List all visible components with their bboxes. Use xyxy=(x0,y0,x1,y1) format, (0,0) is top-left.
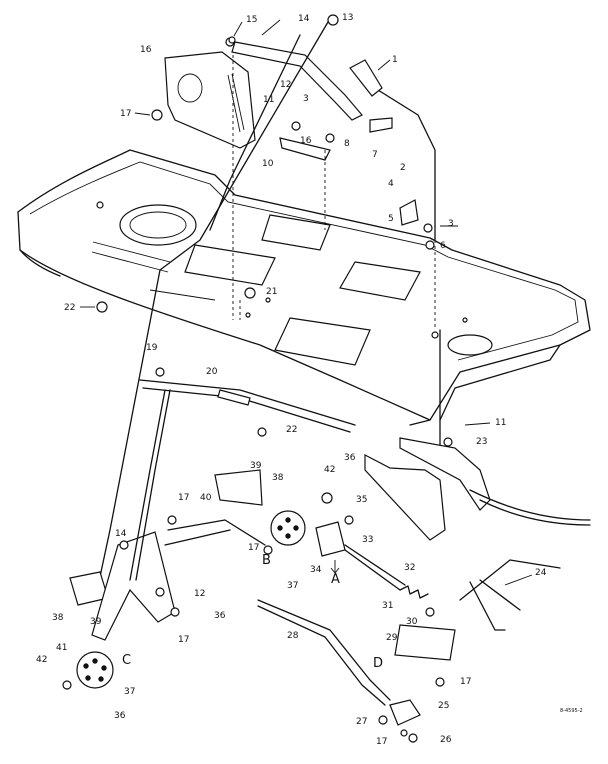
callout-17: 17 xyxy=(178,493,189,503)
callout-22: 22 xyxy=(286,425,297,435)
callout-11: 11 xyxy=(263,95,274,105)
callout-32: 32 xyxy=(404,563,415,573)
callout-29: 29 xyxy=(386,633,398,643)
callout-17: 17 xyxy=(248,543,259,553)
callout-17: 17 xyxy=(460,677,471,687)
callout-36: 36 xyxy=(114,711,126,721)
callout-17: 17 xyxy=(376,737,387,747)
lever-arm xyxy=(231,41,363,121)
callout-25: 25 xyxy=(438,701,449,711)
upper-assembly xyxy=(94,21,441,601)
callout-27: 27 xyxy=(356,717,367,727)
callout-38: 38 xyxy=(52,613,64,623)
footrest-pan xyxy=(17,149,591,426)
callout-14: 14 xyxy=(298,14,310,24)
upper-plate xyxy=(214,469,263,506)
view-letters: A B C D xyxy=(122,553,383,671)
callout-17: 17 xyxy=(120,109,131,119)
view-letter-c: C xyxy=(122,653,131,668)
callout-41: 41 xyxy=(56,643,67,653)
callout-3: 3 xyxy=(448,219,454,229)
view-letter-b: B xyxy=(262,553,271,568)
callout-23: 23 xyxy=(476,437,487,447)
callout-36: 36 xyxy=(214,611,226,621)
callout-26: 26 xyxy=(440,735,452,745)
callout-31: 31 xyxy=(382,601,393,611)
direction-arrow xyxy=(330,560,340,574)
callout-8: 8 xyxy=(344,139,350,149)
callout-labels: 1233456781011111212131414151616171717171… xyxy=(36,13,547,747)
callout-12: 12 xyxy=(280,80,291,90)
callout-17: 17 xyxy=(178,635,189,645)
callout-11: 11 xyxy=(495,418,506,428)
callout-16: 16 xyxy=(300,136,312,146)
callout-36: 36 xyxy=(344,453,356,463)
callout-14: 14 xyxy=(115,529,127,539)
callout-22: 22 xyxy=(64,303,75,313)
callout-6: 6 xyxy=(440,241,446,251)
callout-42: 42 xyxy=(324,465,335,475)
lower-linkage xyxy=(62,14,591,743)
callout-20: 20 xyxy=(206,367,218,377)
callout-33: 33 xyxy=(362,535,373,545)
callout-16: 16 xyxy=(140,45,152,55)
callout-30: 30 xyxy=(406,617,418,627)
callout-4: 4 xyxy=(388,179,394,189)
callout-24: 24 xyxy=(535,568,547,578)
callout-21: 21 xyxy=(266,287,277,297)
quadrant-plate xyxy=(164,51,256,149)
callout-37: 37 xyxy=(287,581,298,591)
callout-12: 12 xyxy=(194,589,205,599)
callout-39: 39 xyxy=(250,461,262,471)
view-letter-a: A xyxy=(331,572,340,587)
drawing-code: 8-4595-2 xyxy=(560,708,583,714)
pivot-arm xyxy=(91,531,176,641)
control-rod xyxy=(369,84,436,241)
callout-38: 38 xyxy=(272,473,284,483)
callout-5: 5 xyxy=(388,214,394,224)
view-letter-d: D xyxy=(373,656,383,671)
bellcrank-b xyxy=(270,510,306,546)
callout-42: 42 xyxy=(36,655,47,665)
callout-37: 37 xyxy=(124,687,135,697)
callout-34: 34 xyxy=(310,565,322,575)
callout-15: 15 xyxy=(246,15,257,25)
callout-7: 7 xyxy=(372,150,378,160)
link-d xyxy=(394,624,456,661)
callout-35: 35 xyxy=(356,495,367,505)
callout-1: 1 xyxy=(392,55,398,65)
callout-28: 28 xyxy=(287,631,299,641)
right-bracket xyxy=(364,454,446,541)
callout-19: 19 xyxy=(146,343,158,353)
callout-39: 39 xyxy=(90,617,102,627)
bellcrank-c xyxy=(76,651,114,689)
callout-3: 3 xyxy=(303,94,309,104)
callout-40: 40 xyxy=(200,493,212,503)
callout-2: 2 xyxy=(400,163,406,173)
handle-grip xyxy=(349,59,383,97)
callout-13: 13 xyxy=(342,13,353,23)
callout-10: 10 xyxy=(262,159,274,169)
